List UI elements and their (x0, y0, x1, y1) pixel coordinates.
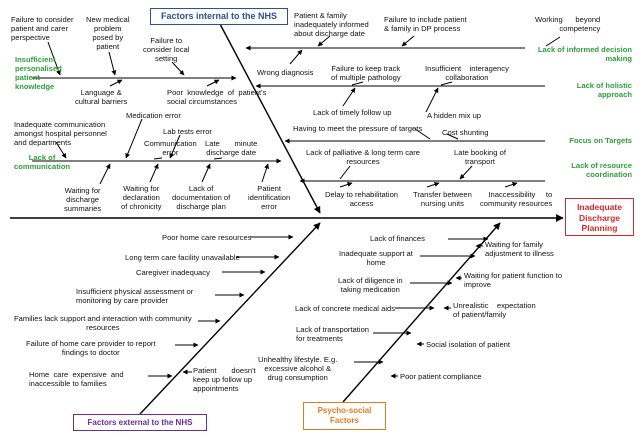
cause-social-isolation: Social isolation of patient (426, 340, 511, 349)
cause-home-care-expensive: Home care expensive and inaccessible to … (29, 370, 124, 388)
cause-failure-home-care-report: Failure of home care provider to report … (26, 339, 156, 357)
arrow-family-informed (317, 35, 331, 47)
cause-lack-of-finances: Lack of finances (370, 234, 425, 243)
cause-communication-error: Communication error (144, 139, 197, 157)
cause-failure-to-consider-perspective: Failure to consider patient and carer pe… (11, 15, 74, 42)
bone-psychosocial (342, 222, 501, 403)
cause-family-inadequately-informed: Patient & family inadequately informed a… (294, 11, 369, 38)
category-external-nhs: Factors external to the NHS (73, 414, 207, 431)
cause-poor-home-care-resources: Poor home care resources (162, 233, 252, 242)
subcategory-lack-of-informed-decision-making: Lack of informed decision making (537, 45, 632, 63)
cause-transfer-between-nursing-units: Transfer between nursing units (413, 190, 472, 208)
cause-failure-to-consider-local-setting: Failure to consider local setting (143, 36, 190, 63)
arrow-social-circumstances (206, 79, 220, 87)
effect-inadequate-discharge-planning: Inadequate Discharge Planning (565, 198, 634, 236)
arrow-palliative (339, 165, 351, 180)
cause-lack-of-concrete-medical-aids: Lack of concrete medical aids (295, 304, 396, 313)
arrow-interagency (440, 81, 453, 86)
arrow-keep-track (351, 81, 364, 86)
subcategory-lack-of-resource-coordination: Lack of resource coordination (571, 161, 632, 179)
cause-waiting-patient-function: Waiting for patient function to improve (464, 271, 563, 289)
cause-poor-patient-compliance: Poor patient compliance (400, 372, 482, 381)
cause-waiting-for-discharge-summaries: Waiting for discharge summaries (64, 186, 102, 213)
cause-late-minute-discharge-date: Late minute discharge date (205, 139, 258, 157)
cause-families-lack-support: Families lack support and interaction wi… (14, 314, 192, 332)
cause-inaccessibility-community-resources: Inaccessibility to community resources (480, 190, 553, 208)
arrow-failure-perspective (47, 41, 61, 76)
arrow-include-family (401, 35, 415, 47)
subcategory-insufficient-personalised-patient-knowledge: Insufficient personalised patient knowle… (15, 55, 62, 91)
arrow-local-setting (171, 61, 185, 76)
cause-unhealthy-lifestyle: Unhealthy lifestyle. E.g. excessive alco… (258, 355, 338, 382)
subcategory-lack-of-communication: Lack of communication (14, 153, 71, 171)
cause-lack-of-timely-follow-up: Lack of timely follow up (313, 108, 392, 117)
cause-patient-follow-up-appointments: Patient doesn't keep up follow up appoin… (193, 366, 256, 393)
cause-late-booking-of-transport: Late booking of transport (454, 148, 506, 166)
arrow-working-competency (545, 36, 561, 47)
cause-long-term-care-unavailable: Long term care facility unavailable (125, 253, 240, 262)
arrow-medication-error (125, 118, 143, 159)
bone-external (139, 222, 321, 415)
cause-medication-error: Medication error (126, 111, 181, 120)
arrow-declaration-chronicity (149, 163, 159, 183)
cause-waiting-for-family-adjustment: Waiting for family adjustment to illness (485, 240, 554, 258)
cause-language-cultural-barriers: Language & cultural barriers (75, 88, 128, 106)
cause-waiting-for-declaration-chronicity: Waiting for declaration of chronicity (121, 184, 162, 211)
arrow-timely-follow-up (342, 87, 356, 107)
arrow-new-medical (108, 51, 117, 76)
cause-working-beyond-competency: Working beyond competency (535, 15, 601, 33)
cause-pressure-of-targets: Having to meet the pressure of targets (293, 124, 423, 133)
arrow-lab-tests-error (169, 134, 181, 159)
category-psychosocial: Psycho-social Factors (303, 402, 386, 430)
subcategory-focus-on-targets: Focus on Targets (569, 136, 632, 145)
arrow-late-booking (459, 165, 473, 180)
cause-patient-identification-error: Patient identification error (248, 184, 291, 211)
cause-poor-knowledge-social-circumstances: Poor knowledge of patient's social circu… (167, 88, 267, 106)
category-internal-nhs: Factors internal to the NHS (150, 8, 288, 25)
arrow-language-barriers (109, 79, 123, 87)
cause-new-medical-problem: New medical problem posed by patient (86, 15, 130, 51)
cause-lack-of-diligence-medication: Lack of diligence in taking medication (338, 276, 403, 294)
cause-lab-tests-error: Lab tests error (163, 127, 212, 136)
arrow-transfer-units (426, 182, 440, 188)
arrow-late-minute (213, 157, 223, 160)
cause-inadequate-communication-personnel: Inadequate communication amongst hospita… (14, 120, 107, 147)
cause-insufficient-interagency-collaboration: Insufficient interagency collaboration (425, 64, 509, 82)
cause-lack-of-documentation-discharge-plan: Lack of documentation of discharge plan (172, 184, 231, 211)
subcategory-lack-of-holistic-approach: Lack of holistic approach (576, 81, 632, 99)
arrow-cost-shunting (446, 133, 459, 140)
cause-delay-to-rehabilitation: Delay to rehabilitation access (325, 190, 399, 208)
arrow-inadequate-comm (55, 141, 67, 159)
arrow-pressure-targets (414, 128, 431, 140)
cause-inadequate-support-at-home: Inadequate support at home (339, 249, 413, 267)
arrow-communication-error (153, 157, 163, 160)
cause-lack-of-transportation: Lack of transportation for treatments (296, 325, 370, 343)
cause-failure-to-keep-track-pathology: Failure to keep track of multiple pathol… (331, 64, 401, 82)
cause-failure-to-include-patient-family: Failure to include patient & family in D… (384, 15, 467, 33)
cause-caregiver-inadequacy: Caregiver inadequacy (136, 268, 210, 277)
cause-unrealistic-expectation: Unrealistic expectation of patient/famil… (453, 301, 536, 319)
arrow-inaccessibility (504, 182, 518, 188)
arrow-discharge-summaries (99, 163, 111, 185)
arrow-hidden-mix-up (425, 87, 439, 113)
arrow-documentation (201, 163, 211, 183)
arrow-wrong-diagnosis (289, 49, 303, 65)
cause-hidden-mix-up: A hidden mix up (427, 111, 482, 120)
cause-insufficient-physical-assessment: Insufficient physical assessment or moni… (76, 287, 194, 305)
cause-wrong-diagnosis: Wrong diagnosis (257, 68, 314, 77)
cause-cost-shunting: Cost shunting (442, 128, 489, 137)
cause-lack-of-palliative-long-term-care: Lack of palliative & long term care reso… (306, 148, 420, 166)
arrow-delay-rehab (339, 182, 353, 188)
arrow-patient-id (261, 163, 269, 183)
